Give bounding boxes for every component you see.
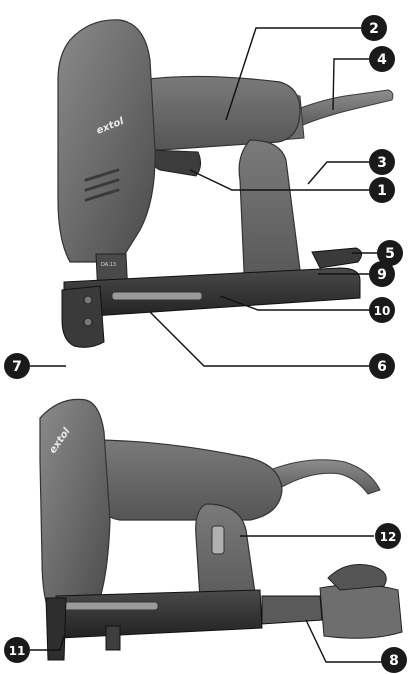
latch-lever (327, 564, 387, 591)
front-screw-top (83, 295, 93, 305)
rear-cap (319, 583, 403, 639)
support-leg (105, 625, 121, 651)
handle-grip-2 (89, 439, 283, 521)
motor-housing (57, 19, 156, 263)
front-nose (61, 285, 105, 348)
motor-housing-2 (39, 398, 111, 619)
callout-5-label: 5 (385, 246, 395, 262)
callout-12: 12 (375, 523, 401, 549)
callout-2: 2 (361, 15, 387, 41)
callout-10-label: 10 (374, 304, 391, 318)
callout-7-label: 7 (12, 359, 22, 375)
callout-10: 10 (369, 297, 395, 323)
callout-11: 11 (4, 637, 30, 663)
stapler-bottom-view: extol (39, 398, 403, 661)
callout-11-label: 11 (9, 644, 26, 658)
callout-2-label: 2 (369, 21, 379, 37)
leader-11 (30, 635, 65, 651)
callout-4: 4 (369, 46, 395, 72)
leader-4 (332, 58, 369, 111)
leader-10 (219, 295, 369, 311)
magazine-rail (63, 267, 361, 319)
callout-8-label: 8 (389, 653, 399, 669)
leader-8 (305, 619, 391, 663)
callout-1: 1 (369, 177, 395, 203)
callout-5: 5 (377, 240, 403, 266)
callout-4-label: 4 (377, 52, 387, 68)
callout-3: 3 (369, 149, 395, 175)
handle-grip (129, 75, 301, 151)
callout-3-label: 3 (377, 155, 387, 171)
power-cord-2 (269, 459, 381, 495)
stapler-top-view: extol DA.13 (57, 19, 394, 348)
rear-handle (238, 139, 301, 293)
grip-window (211, 525, 225, 555)
callout-8: 8 (381, 647, 407, 673)
callout-12-label: 12 (380, 530, 397, 544)
leader-6 (149, 311, 369, 367)
plate-label: DA.13 (101, 262, 116, 268)
power-cord (289, 89, 394, 129)
pusher-bar (261, 595, 323, 625)
callout-9: 9 (369, 261, 395, 287)
magazine-extended (55, 589, 263, 639)
magazine-latch (311, 247, 362, 269)
front-screw-bottom (83, 317, 93, 327)
leader-1 (189, 169, 369, 191)
vent-slots (84, 168, 120, 202)
leader-3 (307, 161, 369, 185)
staple-window (111, 291, 203, 301)
callout-9-label: 9 (377, 267, 387, 283)
staple-window-2 (61, 601, 159, 611)
callout-6-label: 6 (377, 359, 387, 375)
callout-6: 6 (369, 353, 395, 379)
callout-1-label: 1 (377, 183, 387, 199)
callout-7: 7 (4, 353, 30, 379)
leader-2 (225, 27, 361, 121)
leader-lines (30, 27, 391, 663)
